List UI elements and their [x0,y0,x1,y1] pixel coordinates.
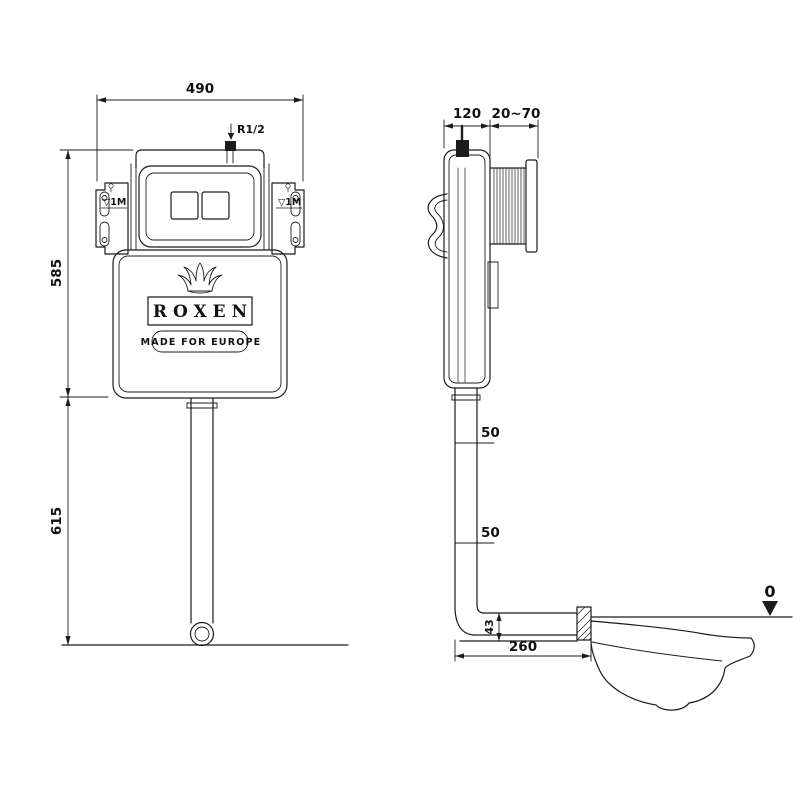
pipe-50-lower-label: 50 [481,525,500,541]
wall-sleeve-cap [525,159,538,253]
dimension-490: 490 [96,81,304,182]
dimension-43: 43 [483,612,509,642]
valve-icon-left [107,182,115,193]
flush-plate [138,165,262,248]
dimension-120: 120 [443,106,491,167]
wall-bracket-hook [427,193,448,259]
pipe-cut-mark-upper: 50 [454,425,500,444]
flush-pipe-front [186,397,218,624]
inlet-label: R1/2 [237,123,265,136]
flush-buttons [170,191,230,220]
side-view: 120 20~70 [427,106,793,711]
dim-43-label: 43 [483,619,496,634]
water-inlet-fitting [225,141,236,164]
tagline-text: MADE FOR EUROPE [141,337,262,348]
brand-logo-box: ROXEN [147,296,253,326]
side-tank [443,124,499,389]
tank-body [112,249,288,399]
inlet-leader-arrow: R1/2 [227,123,265,140]
pipe-connector-gasket [576,606,592,641]
level-mark-right-label: ▽1M [278,197,301,208]
datum-triangle-icon [762,601,778,616]
pipe-cut-mark-lower: 50 [454,525,500,544]
valve-icon-right [284,182,292,193]
front-view: 490 585 615 [49,81,349,647]
flush-rod-housing [487,261,499,309]
level-mark-right: ▽1M [275,182,303,209]
brand-logo: ROXEN MADE FOR EUROPE [141,262,262,353]
pipe-elbow-front [189,621,215,647]
cistern-top-edge [135,149,265,169]
datum-marker: 0 [590,582,793,618]
toilet-bowl-outline [590,620,755,711]
wall-sleeve-ribbed [489,159,538,253]
dim-585-label: 585 [49,259,65,287]
dim-490-label: 490 [186,81,214,97]
logo-text: ROXEN [153,302,253,322]
datum-label: 0 [764,582,775,601]
tagline-box: MADE FOR EUROPE [141,330,262,353]
side-inlet-fitting [456,124,469,157]
dimension-585-615: 585 615 [49,149,134,646]
pipe-50-upper-label: 50 [481,425,500,441]
frame-rails [130,163,270,251]
level-mark-left-label: ▽1M [103,197,126,208]
level-mark-left: ▽1M [100,182,128,209]
dimension-20-70: 20~70 [489,106,541,159]
mounting-bracket-left [95,182,129,255]
crown-icon [177,262,223,294]
dim-260-label: 260 [509,639,537,655]
dim-2070-label: 20~70 [492,106,541,122]
mounting-bracket-right [271,182,305,255]
flush-pipe-side [451,387,481,610]
dim-615-label: 615 [49,507,65,535]
dim-120-label: 120 [453,106,481,122]
dimension-260: 260 [454,639,592,662]
outlet-pipe [454,604,578,636]
